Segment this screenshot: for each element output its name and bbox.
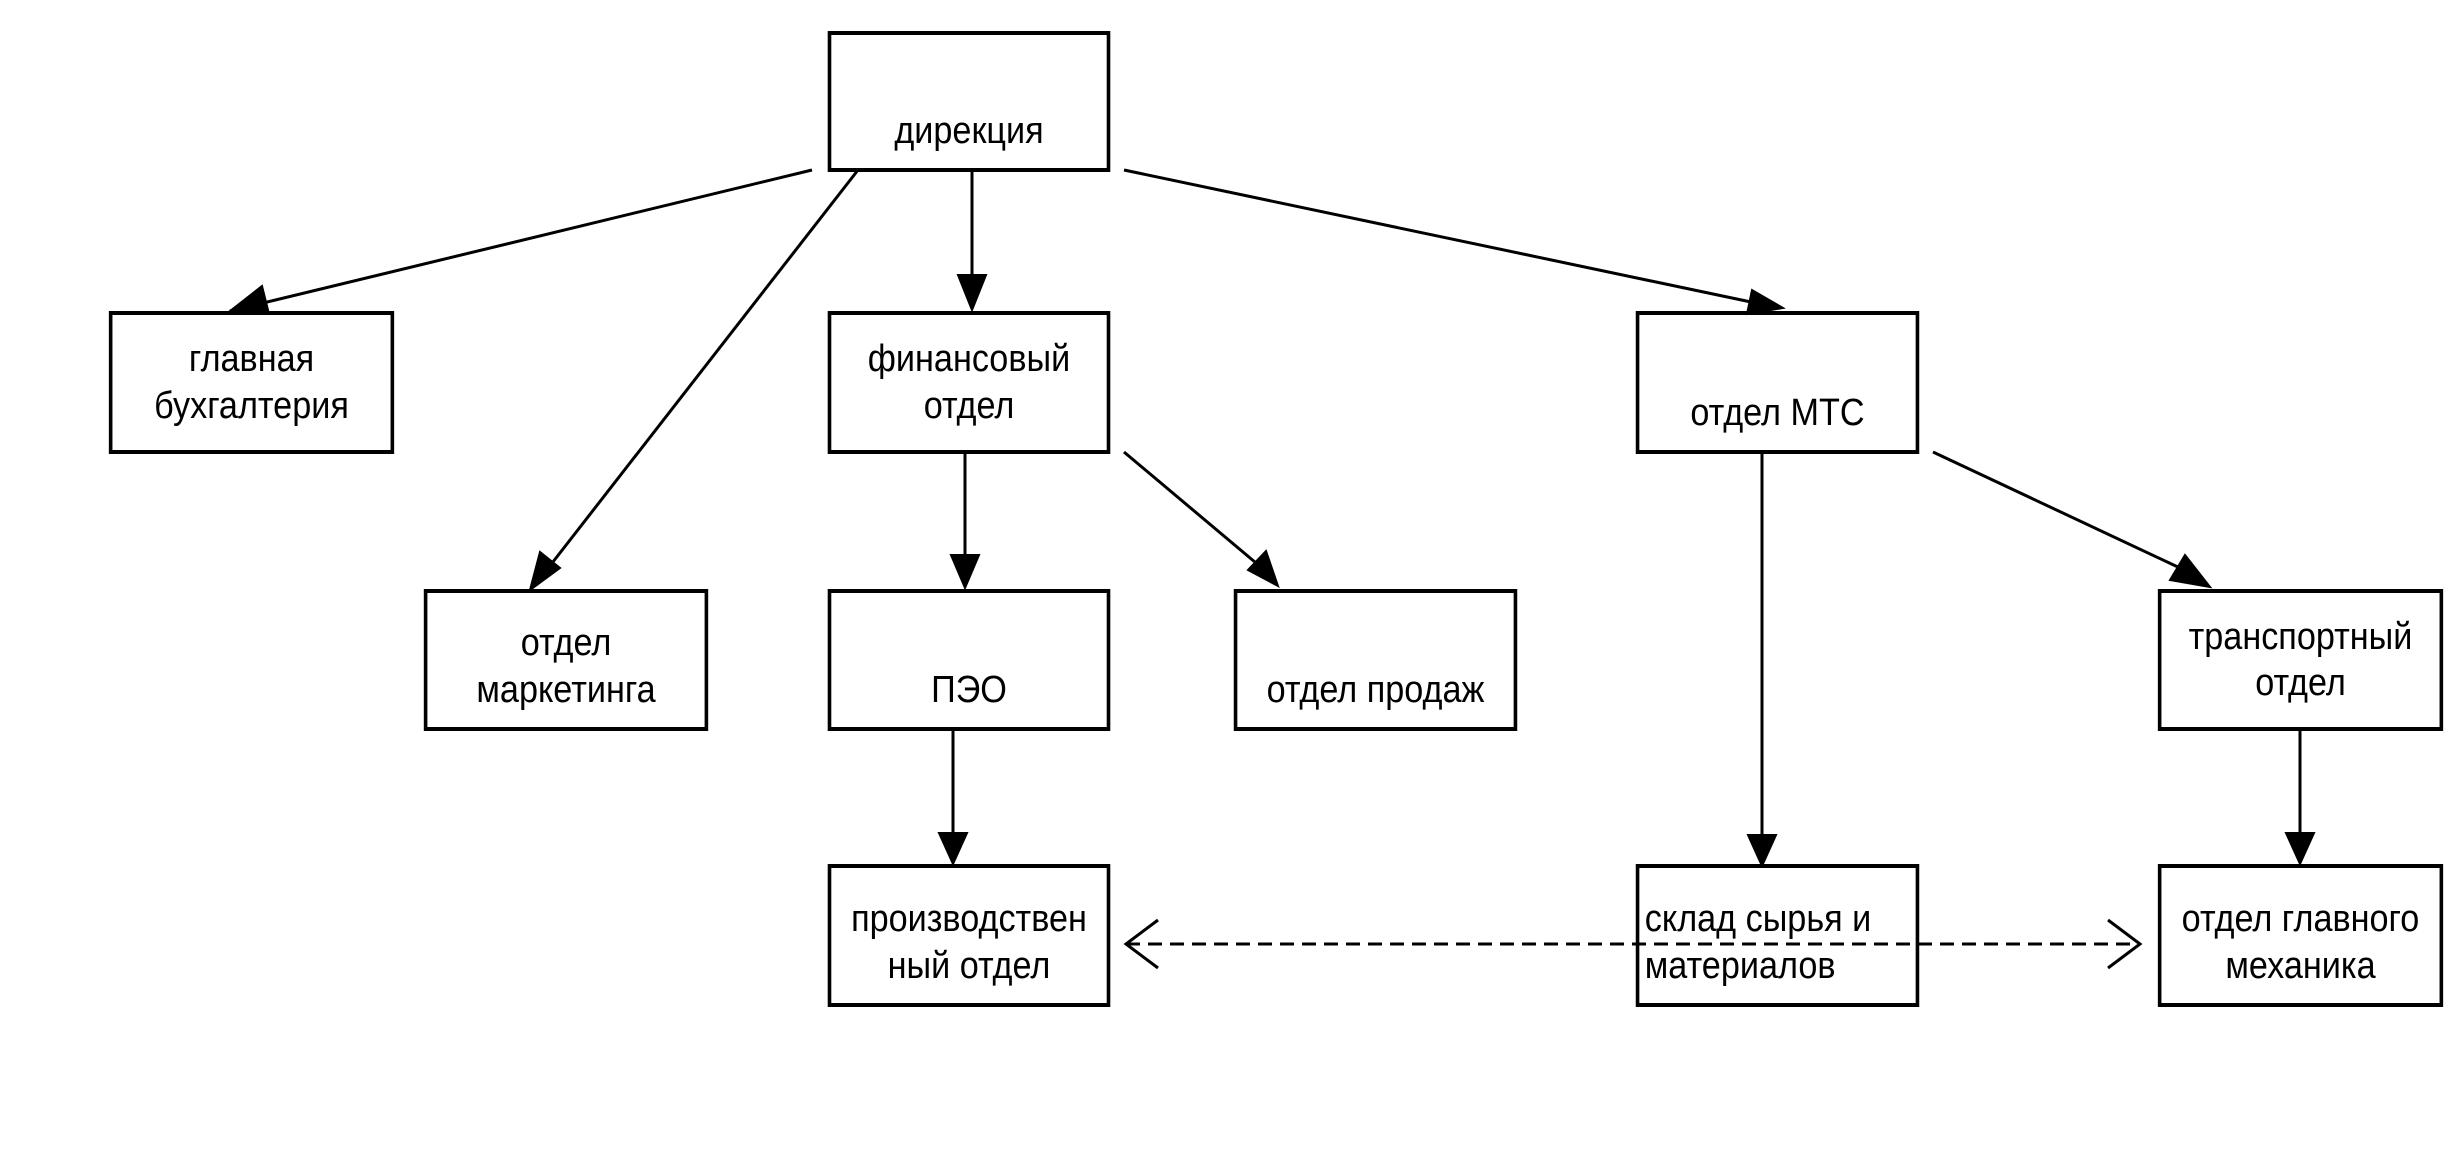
node-production: производствен ный отдел — [827, 864, 1111, 1007]
node-direction-label: дирекция — [894, 109, 1044, 152]
node-peo: ПЭО — [827, 589, 1111, 731]
edge-direction-accounting — [229, 168, 813, 313]
node-mechanic-line2: механика — [2225, 944, 2376, 987]
node-marketing-line1: отдел — [520, 622, 612, 665]
arrowhead-sales — [1246, 549, 1280, 589]
node-accounting-line2: бухгалтерия — [154, 384, 349, 427]
arrowhead-peo — [949, 554, 981, 591]
open-arrowhead-production — [1123, 918, 1159, 970]
arrowhead-accounting — [226, 284, 270, 313]
node-marketing: отдел маркетинга — [423, 589, 709, 731]
node-transport-line2: отдел — [2255, 662, 2346, 704]
arrowhead-transport — [2168, 553, 2213, 589]
edge-finance-sales — [1123, 450, 1263, 570]
node-sales: отдел продаж — [1233, 589, 1518, 731]
node-finance-line2: отдел — [923, 384, 1015, 427]
node-marketing-line2: маркетинга — [476, 668, 656, 711]
node-transport: транспортный отдел — [2157, 589, 2444, 731]
node-mts: отдел МТС — [1635, 311, 1920, 454]
arrowhead-finance — [956, 274, 988, 313]
node-transport-line1: транспортный — [2188, 615, 2413, 658]
node-warehouse-line2: материалов — [1644, 944, 1836, 987]
edge-direction-mts — [1123, 168, 1771, 308]
node-mechanic-line1: отдел главного — [2181, 898, 2420, 941]
node-finance-line1: финансовый — [867, 338, 1071, 381]
node-accounting: главная бухгалтерия — [108, 311, 395, 454]
edge-mts-transport — [1932, 450, 2181, 570]
node-production-line2: ный отдел — [887, 944, 1051, 987]
node-sales-label: отдел продаж — [1266, 668, 1485, 711]
node-production-line1: производствен — [851, 898, 1087, 941]
node-peo-label: ПЭО — [931, 668, 1007, 711]
node-warehouse: склад сырья и материалов — [1635, 864, 1920, 1007]
arrowhead-warehouse — [1746, 834, 1778, 869]
arrowhead-marketing — [528, 550, 562, 593]
edge-direction-marketing — [533, 169, 860, 586]
node-accounting-line1: главная — [188, 338, 315, 381]
node-direction: дирекция — [827, 31, 1111, 172]
node-warehouse-line1: склад сырья и — [1644, 898, 1872, 941]
arrowhead-production — [937, 832, 969, 867]
node-finance: финансовый отдел — [827, 311, 1111, 454]
node-mts-label: отдел МТС — [1690, 391, 1865, 434]
node-mechanic: отдел главного механика — [2157, 864, 2444, 1007]
arrowhead-mechanic — [2284, 832, 2316, 867]
open-arrowhead-mechanic — [2107, 918, 2143, 970]
